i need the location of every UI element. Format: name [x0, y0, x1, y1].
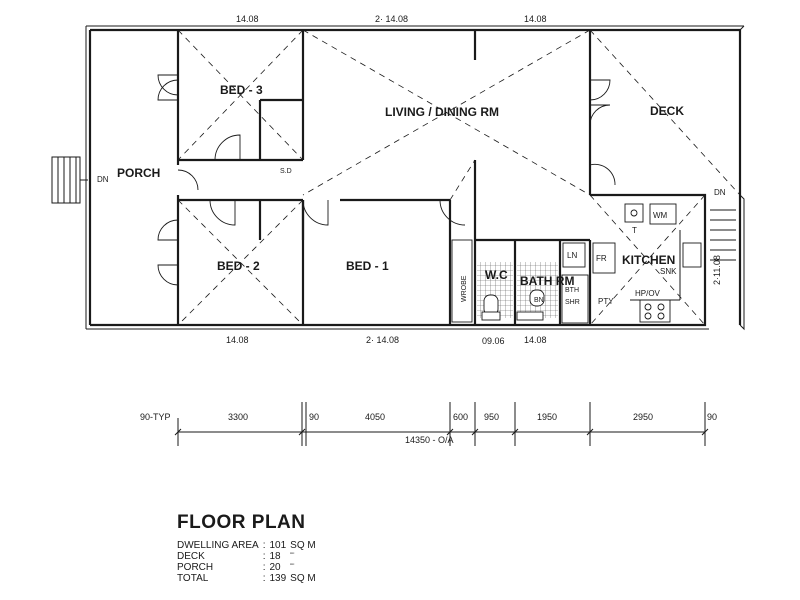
label-dn-porch: DN — [97, 175, 109, 184]
dim-90-b: 90 — [707, 412, 717, 422]
area-row: PORCH : 20 "" — [177, 562, 320, 573]
shower — [561, 274, 589, 324]
floor-plan-legend: FLOOR PLAN DWELLING AREA : 101 SQ M DECK… — [177, 512, 320, 584]
area-row: TOTAL : 139 SQ M — [177, 573, 320, 584]
area-schedule: DWELLING AREA : 101 SQ M DECK : 18 "" PO… — [177, 540, 320, 584]
window-marks — [215, 25, 555, 330]
room-label-bed-1: BED - 1 — [346, 259, 389, 273]
room-label-bed-3: BED - 3 — [220, 83, 263, 97]
exterior-walls — [85, 25, 744, 330]
room-label-deck: DECK — [650, 104, 684, 118]
area-unit: "" — [290, 553, 295, 559]
room-label-kitchen: KITCHEN — [622, 253, 675, 267]
room-label-bathroom: BATH RM — [520, 274, 574, 288]
wc-tiles — [477, 262, 513, 321]
porch-steps — [51, 156, 88, 204]
label-snk: SNK — [660, 267, 677, 276]
dim-1950: 1950 — [537, 412, 557, 422]
dim-3300: 3300 — [228, 412, 248, 422]
dim-4050: 4050 — [365, 412, 385, 422]
label-wardrobe: WROBE — [461, 275, 468, 302]
window-code-top-left: 14.08 — [236, 14, 259, 24]
window-code-bottom-mid: 2· 14.08 — [366, 335, 399, 345]
window-code-kitchen-side: 2·11.08 — [712, 255, 722, 285]
label-pantry: PTY — [598, 297, 614, 306]
area-value: 18 — [269, 551, 281, 562]
label-bath-shower-bottom: SHR — [565, 299, 580, 306]
area-sep: : — [262, 562, 266, 573]
label-bath-shower-top: BTH — [565, 287, 579, 294]
window-code-bottom-right: 14.08 — [524, 335, 547, 345]
dim-90-typ: 90-TYP — [140, 412, 171, 422]
area-value: 101 — [269, 540, 287, 551]
room-label-living-dining: LIVING / DINING RM — [385, 105, 499, 119]
fridge — [592, 242, 616, 274]
window-code-top-right: 14.08 — [524, 14, 547, 24]
room-label-porch: PORCH — [117, 166, 160, 180]
area-row: DWELLING AREA : 101 SQ M — [177, 540, 320, 551]
dim-90-a: 90 — [309, 412, 319, 422]
dimension-line — [174, 402, 709, 446]
kitchen-bench — [630, 230, 681, 301]
window-code-bottom-left: 14.08 — [226, 335, 249, 345]
label-bn: BN — [534, 297, 544, 304]
wardrobe — [451, 239, 473, 323]
area-value: 139 — [269, 573, 287, 584]
kitchen-sink — [682, 242, 702, 268]
door-swings — [157, 74, 616, 286]
area-sep: : — [262, 551, 266, 562]
stove — [639, 299, 671, 323]
room-label-wc: W.C — [485, 268, 508, 282]
area-label: DWELLING AREA — [177, 540, 259, 551]
area-unit: SQ M — [290, 540, 316, 551]
area-label: TOTAL — [177, 573, 209, 584]
label-tub: T — [632, 226, 637, 235]
area-sep: : — [262, 573, 266, 584]
area-sep: : — [262, 540, 266, 551]
dim-950: 950 — [484, 412, 499, 422]
label-dn-deck: DN — [714, 188, 726, 197]
label-hotplate-oven: HP/OV — [635, 289, 661, 298]
linen-cupboard — [562, 242, 586, 268]
room-label-bed-2: BED - 2 — [217, 259, 260, 273]
label-smoke-detector: S.D — [280, 168, 292, 175]
dim-2950: 2950 — [633, 412, 653, 422]
legend-title: FLOOR PLAN — [177, 512, 306, 533]
area-value: 20 — [269, 562, 281, 573]
laundry-tub — [624, 203, 644, 223]
area-label: DECK — [177, 551, 205, 562]
washing-machine — [649, 203, 677, 225]
area-unit: "" — [290, 564, 295, 570]
area-row: DECK : 18 "" — [177, 551, 320, 562]
label-wm: WM — [653, 211, 668, 220]
dashed-diagonals — [177, 29, 741, 326]
dim-overall: 14350 - O/A — [405, 435, 454, 445]
label-ln: LN — [567, 251, 577, 260]
window-code-top-mid: 2· 14.08 — [375, 14, 408, 24]
deck-railing — [710, 25, 745, 331]
dim-600: 600 — [453, 412, 468, 422]
area-unit: SQ M — [290, 573, 316, 584]
bath-tiles — [516, 262, 558, 321]
label-fr: FR — [596, 254, 607, 263]
window-code-bottom-wc: 09.06 — [482, 336, 505, 346]
area-label: PORCH — [177, 562, 214, 573]
